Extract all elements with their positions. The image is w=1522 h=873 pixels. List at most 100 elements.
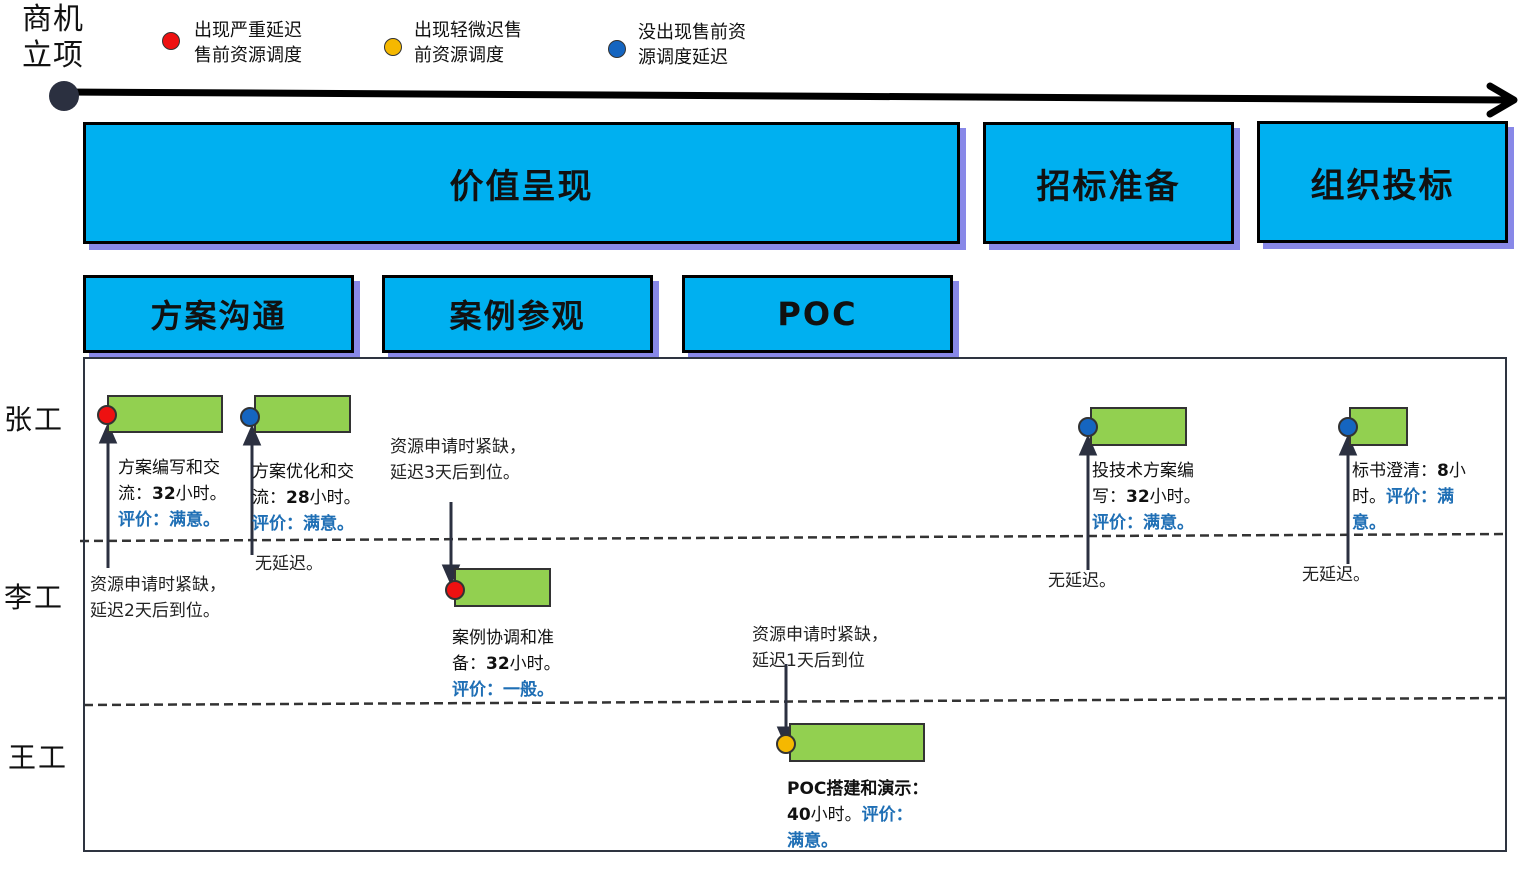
timeline-axis	[63, 88, 1513, 104]
task-5-note-line1: 无延迟。	[1048, 571, 1116, 591]
legend-yellow-line2: 前资源调度	[414, 45, 504, 66]
legend-blue-text: 没出现售前资 源调度延迟	[638, 20, 746, 70]
task-6-unit-part2: 时。	[1352, 487, 1386, 507]
legend-red-line2: 售前资源调度	[194, 45, 302, 66]
task-5-description: 投技术方案编 写：32小时。 评价：满意。	[1092, 458, 1201, 536]
task-2-desc-line1: 方案优化和交	[252, 462, 354, 482]
task-5-desc-line2: 写：32小时。	[1092, 484, 1201, 510]
task-3-hours: 32	[486, 654, 510, 674]
task-4-evaluation-value: 满意。	[787, 831, 838, 851]
task-5-unit: 小时。	[1149, 487, 1201, 507]
task-4-evaluation-label: 评价：	[861, 805, 913, 825]
legend-red-dot-icon	[162, 32, 180, 50]
start-label-line2: 立项	[22, 38, 84, 73]
task-1-note-line2: 延迟2天后到位。	[90, 601, 220, 621]
task-6-evaluation-label: 评价：满	[1386, 487, 1454, 507]
legend-red-text: 出现严重延迟 售前资源调度	[194, 18, 302, 68]
task-2-desc-prefix: 流：	[252, 488, 286, 508]
task-4-unit: 小时。	[810, 805, 862, 825]
task-3-note-line2: 延迟3天后到位。	[390, 463, 520, 483]
phase-organize-bidding: 组织投标	[1257, 121, 1508, 243]
subphase-poc: POC	[682, 275, 953, 353]
legend-blue-line2: 源调度延迟	[638, 47, 728, 68]
task-6-desc-line2: 时。评价：满	[1352, 484, 1466, 510]
task-1-evaluation: 评价：满意。	[118, 510, 220, 530]
status-yellow-dot-icon	[776, 734, 796, 754]
task-3-note-line1: 资源申请时紧缺，	[390, 437, 526, 457]
task-3-description: 案例协调和准 备：32小时。 评价：一般。	[452, 625, 561, 703]
task-1-description: 方案编写和交 流：32小时。 评价：满意。	[118, 455, 227, 533]
task-2-unit: 小时。	[309, 488, 361, 508]
task-1-hours: 32	[152, 484, 176, 504]
task-6-hours: 8	[1437, 461, 1449, 481]
legend-yellow-text: 出现轻微迟售 前资源调度	[414, 18, 522, 68]
arrow-task2-head-icon	[242, 424, 262, 446]
phase-bid-preparation: 招标准备	[983, 122, 1234, 244]
task-4-hours: 40	[787, 805, 811, 825]
swimlane-container	[83, 357, 1507, 852]
task-6-note-line1: 无延迟。	[1302, 565, 1370, 585]
task-2-description: 方案优化和交 流：28小时。 评价：满意。	[252, 459, 361, 537]
task-6-description: 标书澄清：8小 时。评价：满 意。	[1352, 458, 1466, 536]
legend-yellow-line1: 出现轻微迟售	[414, 20, 522, 41]
task-3-desc-line1: 案例协调和准	[452, 628, 554, 648]
task-5-desc-line1: 投技术方案编	[1092, 461, 1194, 481]
task-5-hours: 32	[1126, 487, 1150, 507]
task-2-note: 无延迟。	[255, 551, 323, 577]
arrow-task5-head-icon	[1078, 434, 1098, 456]
task-4-note: 资源申请时紧缺， 延迟1天后到位	[752, 622, 888, 674]
subphase-solution-communication: 方案沟通	[83, 275, 354, 353]
task-3-desc-line2: 备：32小时。	[452, 651, 561, 677]
status-red-dot-icon	[445, 580, 465, 600]
status-blue-dot-icon	[240, 407, 260, 427]
task-6-desc-line1: 标书澄清：8小	[1352, 458, 1466, 484]
task-5-note: 无延迟。	[1048, 568, 1116, 594]
task-1-note-line1: 资源申请时紧缺，	[90, 575, 226, 595]
task-3-evaluation: 评价：一般。	[452, 680, 554, 700]
task-1-unit: 小时。	[175, 484, 227, 504]
task-6-note: 无延迟。	[1302, 562, 1370, 588]
status-blue-dot-icon	[1078, 417, 1098, 437]
arrow-task1-head-icon	[98, 422, 118, 444]
start-label: 商机 立项	[22, 2, 84, 74]
task-1-desc-line1: 方案编写和交	[118, 458, 220, 478]
legend-blue-dot-icon	[608, 40, 626, 58]
task-5-desc-prefix: 写：	[1092, 487, 1126, 507]
task-3-unit: 小时。	[509, 654, 561, 674]
legend-blue-line1: 没出现售前资	[638, 22, 746, 43]
subphase-case-visit: 案例参观	[382, 275, 653, 353]
person-label-wang: 王工	[8, 741, 69, 774]
legend-red-line1: 出现严重延迟	[194, 20, 302, 41]
legend-yellow-dot-icon	[384, 38, 402, 56]
task-6-unit-part1: 小	[1448, 461, 1466, 481]
person-label-li: 李工	[4, 581, 65, 614]
task-6-evaluation-value: 意。	[1352, 513, 1386, 533]
task-4-note-line1: 资源申请时紧缺，	[752, 625, 888, 645]
start-label-line1: 商机	[22, 2, 84, 37]
phase-value-presentation: 价值呈现	[83, 122, 960, 244]
start-node-icon	[49, 81, 79, 111]
task-2-evaluation: 评价：满意。	[252, 514, 354, 534]
timeline-arrowhead-icon	[1486, 82, 1518, 118]
task-4-description: POC搭建和演示： 40小时。评价： 满意。	[787, 776, 928, 854]
status-red-dot-icon	[97, 405, 117, 425]
task-bar-1[interactable]	[107, 395, 223, 433]
task-bar-2[interactable]	[254, 395, 351, 433]
task-2-hours: 28	[286, 488, 310, 508]
task-1-desc-line2: 流：32小时。	[118, 481, 227, 507]
task-4-desc-line2: 40小时。评价：	[787, 802, 928, 828]
task-1-desc-prefix: 流：	[118, 484, 152, 504]
task-bar-4[interactable]	[789, 723, 925, 762]
arrow-task6-head-icon	[1338, 434, 1358, 456]
person-label-zhang: 张工	[4, 403, 65, 436]
task-1-note: 资源申请时紧缺， 延迟2天后到位。	[90, 572, 226, 624]
task-2-desc-line2: 流：28小时。	[252, 485, 361, 511]
task-4-desc-line1: POC搭建和演示：	[787, 779, 929, 799]
task-3-note: 资源申请时紧缺， 延迟3天后到位。	[390, 434, 526, 486]
task-2-note-line1: 无延迟。	[255, 554, 323, 574]
task-3-desc-prefix: 备：	[452, 654, 486, 674]
task-6-desc-prefix: 标书澄清：	[1352, 461, 1437, 481]
task-bar-5[interactable]	[1090, 407, 1187, 446]
task-bar-3[interactable]	[454, 568, 551, 607]
status-blue-dot-icon	[1338, 417, 1358, 437]
